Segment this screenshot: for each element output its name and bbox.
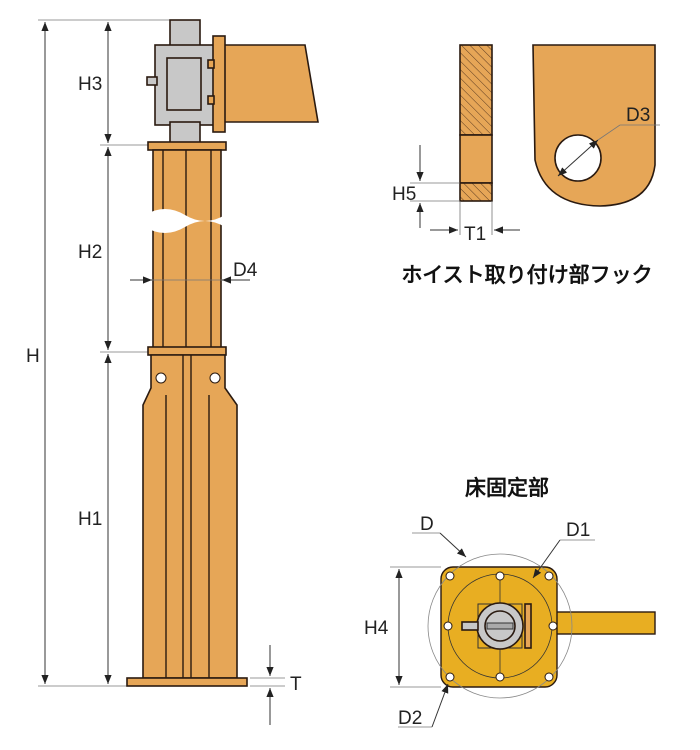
arm-flange	[212, 35, 226, 133]
label-d4: D4	[233, 260, 258, 281]
arm-pipe	[554, 611, 656, 635]
label-t1: T1	[464, 224, 486, 245]
dimension-d3	[557, 139, 599, 177]
leader-d1	[532, 539, 561, 579]
label-h4: H4	[364, 618, 389, 639]
circle-d	[427, 553, 573, 699]
middle-flange	[147, 346, 227, 356]
upper-tube	[152, 149, 222, 351]
leader-d	[439, 532, 467, 558]
column-side-view: H H3 H2 H1 D4 T	[26, 19, 319, 725]
label-d: D	[420, 514, 434, 535]
lower-column	[142, 354, 238, 679]
label-h5: H5	[392, 184, 416, 205]
label-d1: D1	[566, 520, 590, 541]
break-line	[145, 209, 225, 233]
label-h1: H1	[78, 509, 102, 530]
label-t: T	[290, 674, 302, 695]
jib-arm	[223, 44, 319, 123]
floor-detail-caption: 床固定部	[465, 476, 549, 500]
floor-detail: 床固定部 D D1 H4 D2	[364, 476, 656, 729]
base-plate	[126, 677, 248, 687]
leader-d2	[431, 683, 449, 728]
label-d3: D3	[626, 105, 650, 126]
top-cap	[169, 19, 201, 48]
label-d2: D2	[398, 708, 422, 729]
label-h2: H2	[78, 242, 102, 263]
label-h: H	[26, 346, 40, 367]
label-h3: H3	[78, 74, 102, 95]
hook-detail-caption: ホイスト取り付け部フック	[401, 263, 652, 287]
hook-detail: H5 T1 D3 ホイスト取り付け部フック	[392, 44, 660, 287]
top-flange	[147, 141, 227, 151]
